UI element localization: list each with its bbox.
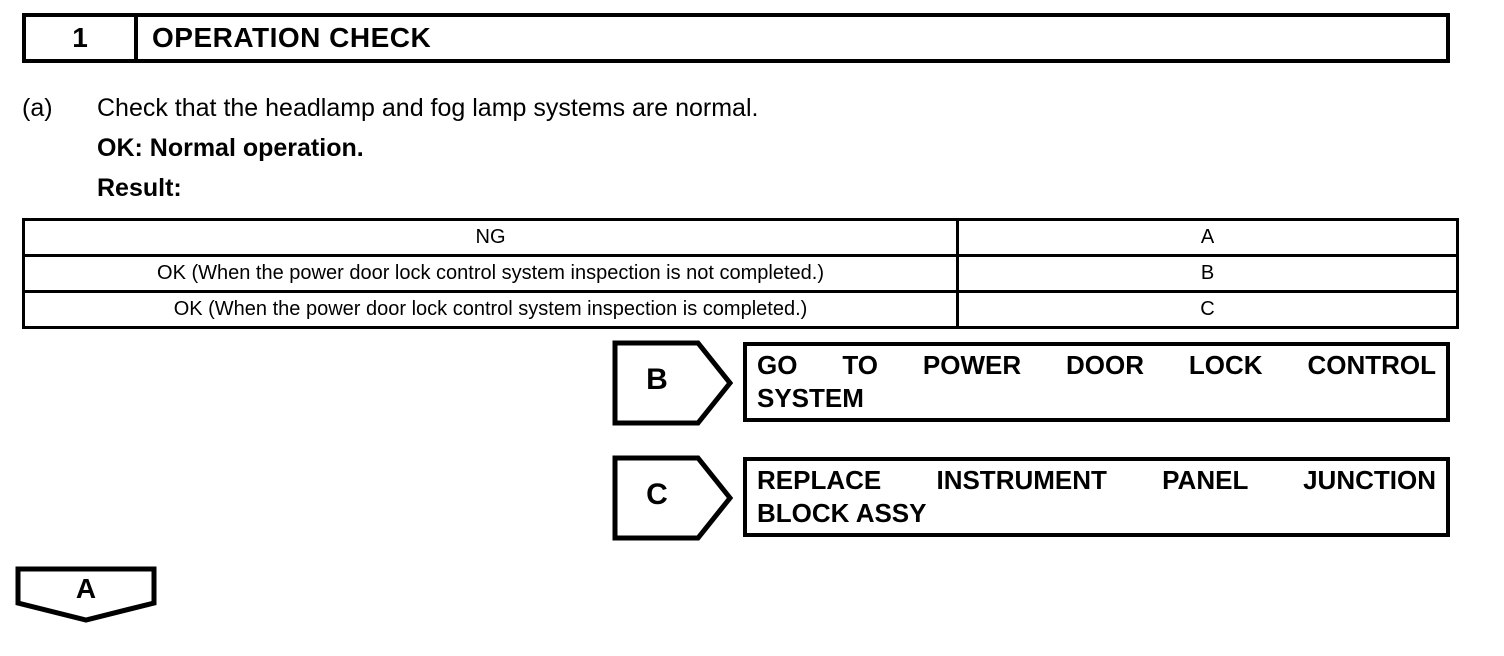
table-row: NG A xyxy=(22,218,1459,257)
table-row: OK (When the power door lock control sys… xyxy=(22,290,1459,329)
result-label: Result: xyxy=(97,174,182,202)
list-marker: (a) xyxy=(22,94,53,122)
branch-b: B GO TO POWER DOOR LOCK CONTROL SYSTEM xyxy=(612,340,1457,426)
result-cell: A xyxy=(956,218,1459,257)
branch-c-arrow: C xyxy=(612,455,733,541)
result-cell: C xyxy=(956,290,1459,329)
ok-criteria: OK: Normal operation. xyxy=(97,134,364,162)
condition-cell: OK (When the power door lock control sys… xyxy=(22,254,959,293)
condition-cell: OK (When the power door lock control sys… xyxy=(22,290,959,329)
branch-c-directive-box: REPLACE INSTRUMENT PANEL JUNCTION BLOCK … xyxy=(743,457,1450,537)
result-table: NG A OK (When the power door lock contro… xyxy=(22,218,1459,329)
step-header: 1 OPERATION CHECK xyxy=(22,13,1450,63)
branch-b-directive-box: GO TO POWER DOOR LOCK CONTROL SYSTEM xyxy=(743,342,1450,422)
branch-c-label: C xyxy=(646,478,668,511)
branch-b-arrow: B xyxy=(612,340,733,426)
branch-b-label: B xyxy=(646,363,668,396)
right-arrow-pentagon-icon xyxy=(612,455,733,541)
directive-line: SYSTEM xyxy=(757,383,864,413)
continuation-label: A xyxy=(75,573,97,604)
directive-line: GO TO POWER DOOR LOCK CONTROL xyxy=(757,350,1436,380)
condition-cell: NG xyxy=(22,218,959,257)
instruction-block: (a) Check that the headlamp and fog lamp… xyxy=(22,88,1122,208)
result-cell: B xyxy=(956,254,1459,293)
instruction-text: Check that the headlamp and fog lamp sys… xyxy=(97,94,759,122)
directive-line: REPLACE INSTRUMENT PANEL JUNCTION xyxy=(757,465,1436,495)
down-banner-pentagon-icon xyxy=(15,566,157,623)
branch-c: C REPLACE INSTRUMENT PANEL JUNCTION BLOC… xyxy=(612,455,1457,541)
table-row: OK (When the power door lock control sys… xyxy=(22,254,1459,293)
result-table-body: NG A OK (When the power door lock contro… xyxy=(22,218,1459,329)
right-arrow-pentagon-icon xyxy=(612,340,733,426)
directive-line: BLOCK ASSY xyxy=(757,498,927,528)
continuation-marker-a: A xyxy=(15,566,157,624)
step-title: OPERATION CHECK xyxy=(152,22,432,53)
step-number: 1 xyxy=(26,17,138,59)
instruction-line: (a) Check that the headlamp and fog lamp… xyxy=(22,88,1122,128)
